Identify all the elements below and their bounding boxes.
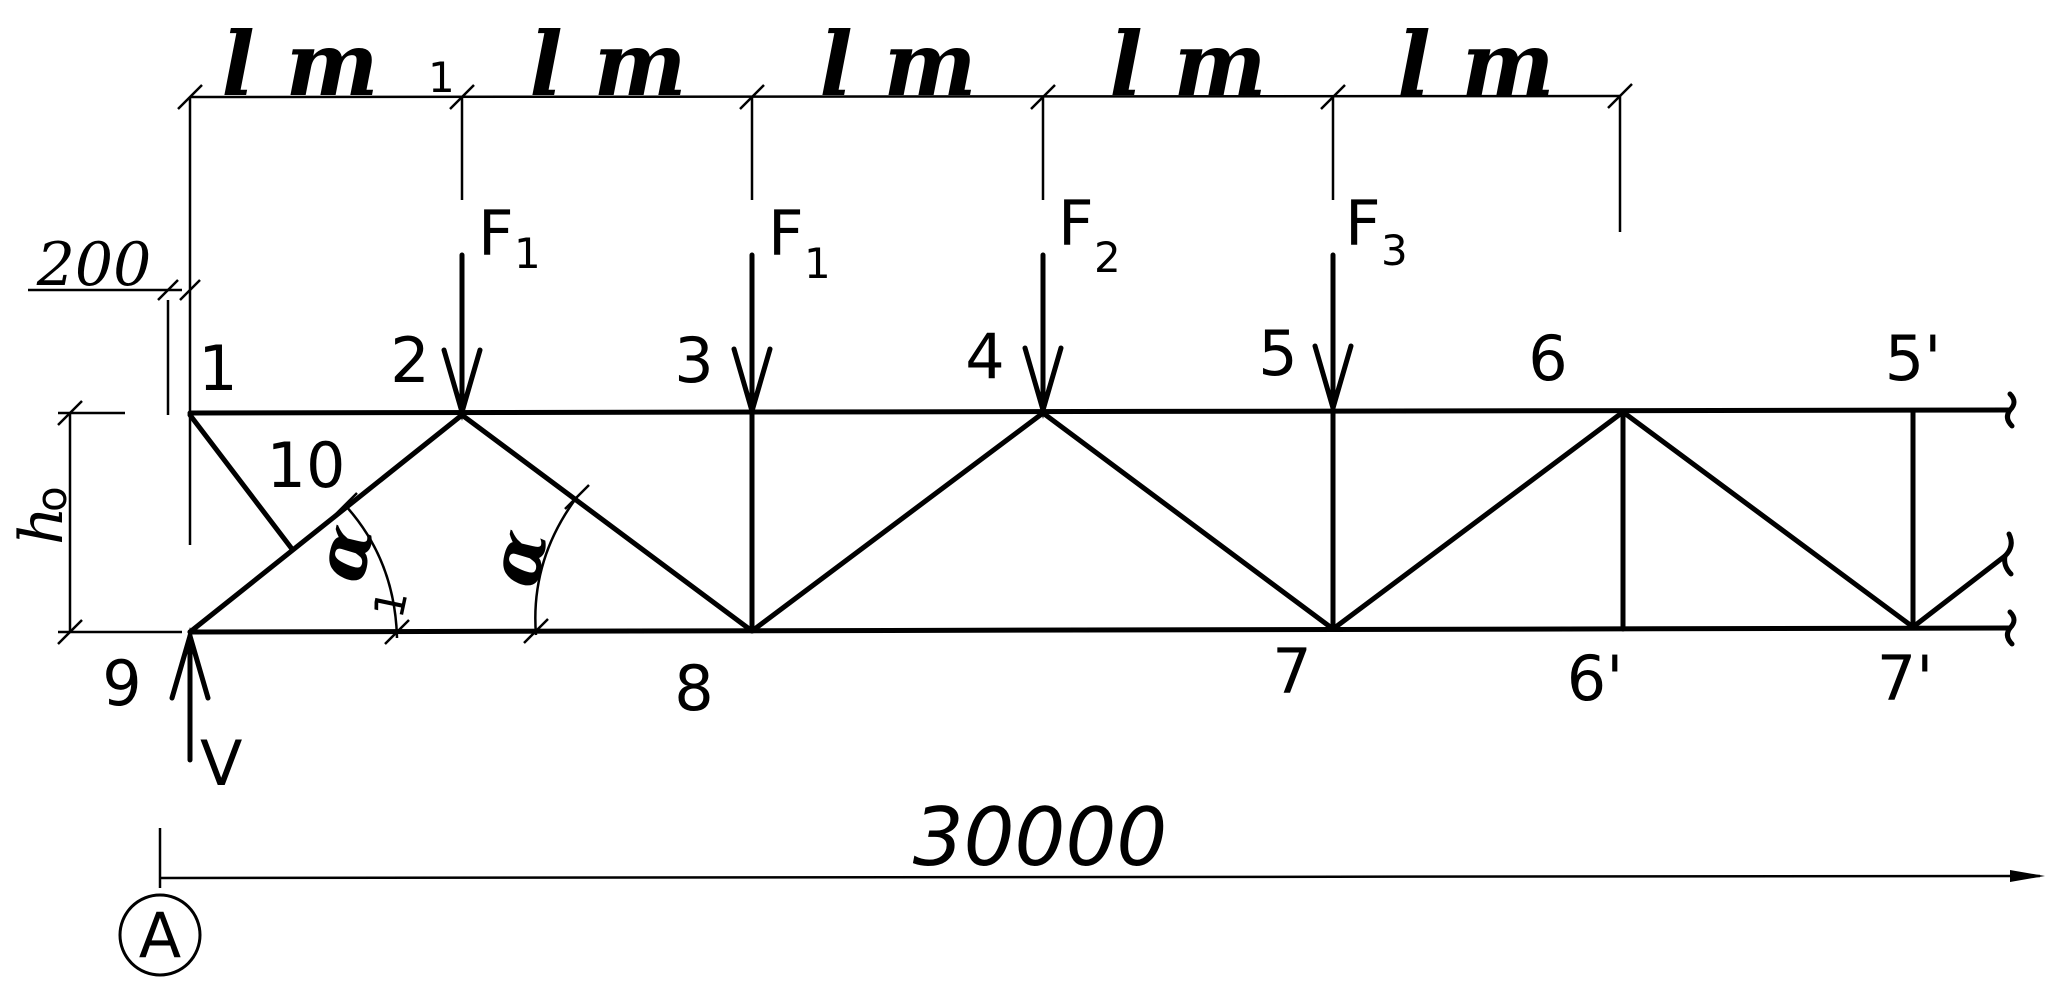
offset-dimension: 200: [28, 230, 201, 415]
node-label: 5: [1258, 317, 1297, 390]
diagonal-6-7prime: [1620, 409, 1916, 630]
load-label-f3: F: [1345, 187, 1381, 260]
dim-tick: [57, 619, 83, 645]
diagonal-9-2: [187, 412, 465, 635]
span-dimension: 30000: [158, 791, 2045, 888]
dim-tick: [332, 492, 358, 518]
span-dim-label: 30000: [913, 791, 1168, 884]
diagonal-break: [2002, 531, 2014, 577]
panel-length-label: l m: [1397, 12, 1554, 116]
dim-tick: [564, 484, 590, 510]
dim-tick: [1030, 84, 1056, 110]
panel-dimensions: l m 1 l m l m l m l m: [177, 12, 1633, 545]
angle-subscript: 1: [364, 586, 417, 622]
dim-tick: [449, 84, 475, 110]
load-label-f1: F: [768, 197, 804, 270]
panel-length-label: l m: [1109, 12, 1266, 116]
node-label: 1: [198, 332, 237, 405]
dim-tick: [1320, 84, 1346, 110]
node-label: 9: [102, 647, 141, 720]
dim-tick: [179, 279, 201, 301]
dim-tick: [523, 618, 549, 644]
axis-marker: A: [118, 893, 202, 977]
reaction-arrowhead: [169, 627, 211, 701]
panel-length-label: l m: [221, 12, 378, 116]
load-arrowhead: [1022, 345, 1064, 419]
panel-dim-line: [189, 94, 1621, 99]
node-label: 6': [1567, 642, 1624, 715]
node-label: 7: [1272, 635, 1311, 708]
panel-length-label: l m: [529, 12, 686, 116]
reaction-label: V: [200, 727, 242, 800]
reaction-arrow: V: [169, 627, 242, 800]
axis-label: A: [139, 899, 181, 972]
offset-dim-label: 200: [36, 230, 152, 300]
strut-1-10: [187, 412, 295, 552]
load-subscript: 3: [1381, 226, 1408, 275]
dim-tick: [177, 84, 203, 110]
angle-arc-alpha1: [344, 504, 399, 639]
node-label: 7': [1877, 642, 1934, 715]
load-arrows: F 1 F 1 F 2 F 3: [441, 187, 1408, 421]
node-label: 4: [965, 320, 1004, 393]
node-label: 8: [674, 652, 713, 725]
panel-length-subscript: 1: [428, 53, 455, 102]
dim-tick: [384, 619, 410, 645]
diagonal-7-6: [1330, 409, 1626, 632]
top-chord: [187, 407, 2013, 416]
dim-tick: [1607, 83, 1633, 109]
diagonal-7prime-break: [1910, 553, 2008, 630]
height-dim-subscript: o: [27, 486, 76, 512]
dim-tick: [739, 84, 765, 110]
height-dim-label: h: [7, 506, 77, 545]
bottom-chord-break: [2004, 609, 2017, 647]
load-subscript: 1: [804, 239, 831, 288]
dim-tick: [157, 279, 179, 301]
angle-label-alpha: α: [469, 522, 564, 594]
node-label: 3: [674, 324, 713, 397]
node-label: 10: [267, 429, 346, 502]
bottom-chord: [187, 625, 2013, 635]
top-chord-break: [2004, 391, 2017, 429]
height-dimension: h o: [7, 400, 182, 645]
angle-label-alpha1: α: [295, 517, 390, 589]
node-label: 6: [1528, 322, 1567, 395]
angle-arc-alpha: [534, 496, 579, 636]
load-subscript: 1: [514, 229, 541, 278]
diagonal-2-8: [459, 412, 755, 634]
diagonal-4-7: [1040, 410, 1336, 632]
load-arrowhead: [731, 346, 773, 420]
load-label-f2: F: [1058, 187, 1094, 260]
load-arrowhead: [441, 347, 483, 421]
dim-tick: [57, 400, 83, 426]
angle-marks: α 1 α: [295, 484, 590, 645]
node-label: 2: [390, 324, 429, 397]
load-arrowhead: [1312, 343, 1354, 417]
load-subscript: 2: [1094, 233, 1121, 282]
span-arrowhead: [2010, 870, 2045, 882]
panel-length-label: l m: [819, 12, 976, 116]
diagonal-8-4: [749, 410, 1046, 634]
node-labels: 1 2 3 4 5 6 5' 10 9 8 7 6' 7': [102, 317, 1941, 725]
truss-members: [187, 391, 2017, 647]
load-label-f1: F: [478, 197, 514, 270]
node-label: 5': [1885, 322, 1942, 395]
span-dim-line: [159, 874, 2041, 880]
